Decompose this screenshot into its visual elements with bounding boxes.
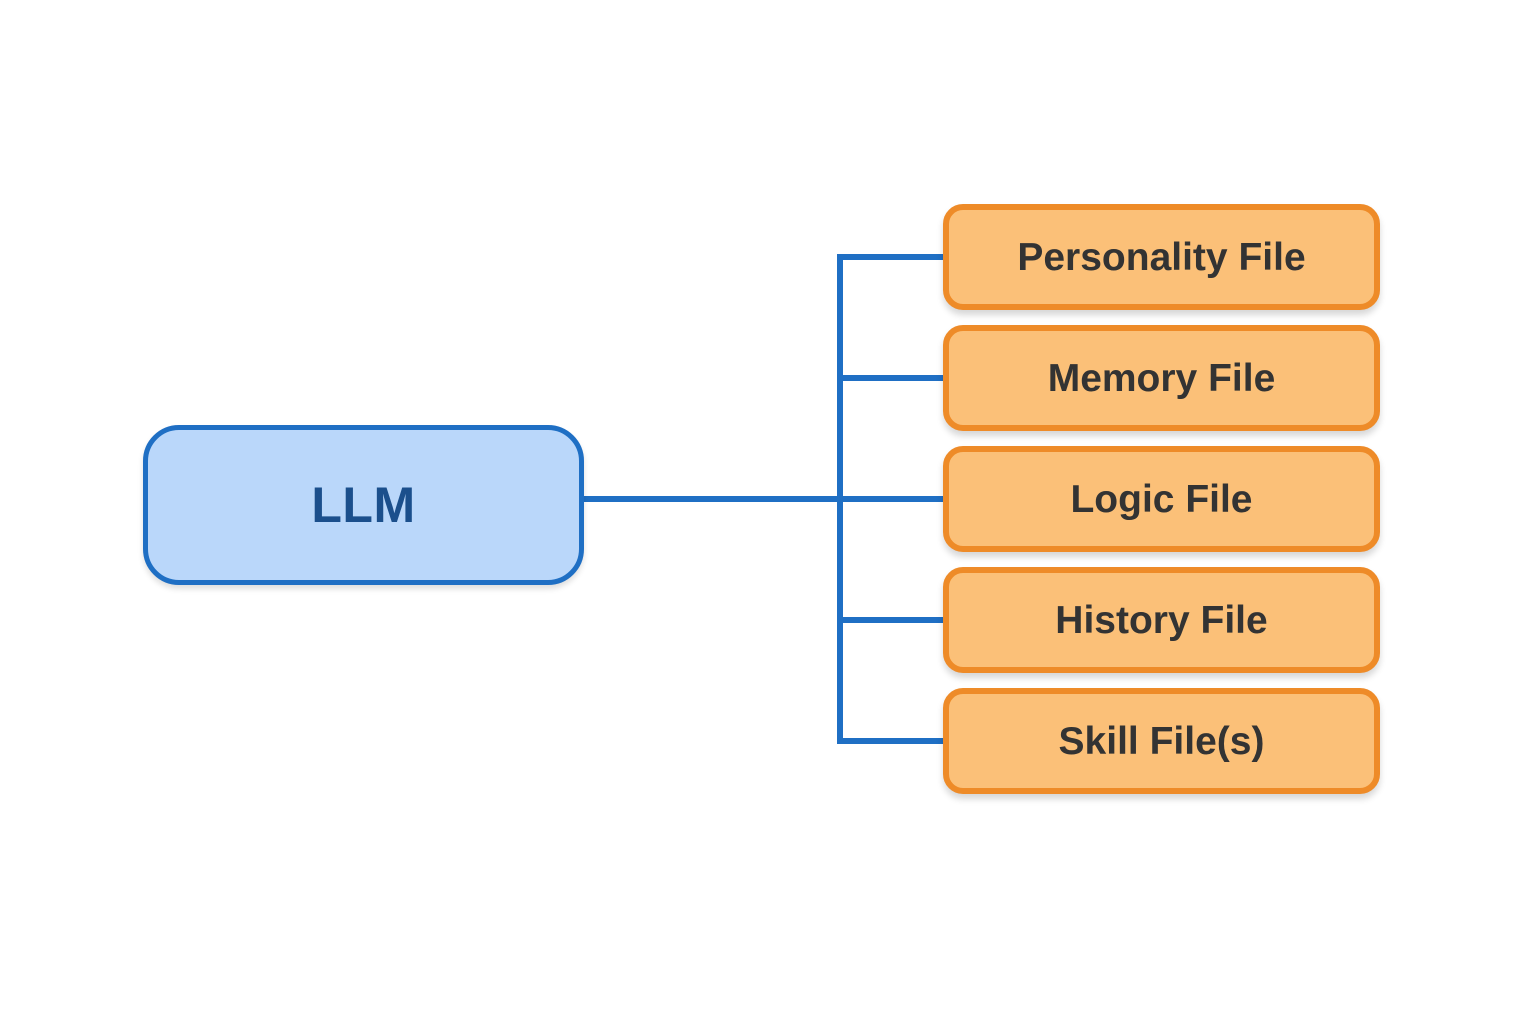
node-skill-files-label: Skill File(s) (1058, 719, 1265, 763)
node-personality-file[interactable]: Personality File (943, 204, 1380, 310)
node-history-file[interactable]: History File (943, 567, 1380, 673)
node-skill-files[interactable]: Skill File(s) (943, 688, 1380, 794)
node-llm-label: LLM (311, 477, 416, 533)
node-llm[interactable]: LLM (143, 425, 584, 585)
node-memory-file[interactable]: Memory File (943, 325, 1380, 431)
node-personality-file-label: Personality File (1017, 235, 1306, 279)
node-memory-file-label: Memory File (1047, 356, 1276, 400)
node-history-file-label: History File (1055, 598, 1268, 642)
node-logic-file-label: Logic File (1070, 477, 1253, 521)
node-logic-file[interactable]: Logic File (943, 446, 1380, 552)
